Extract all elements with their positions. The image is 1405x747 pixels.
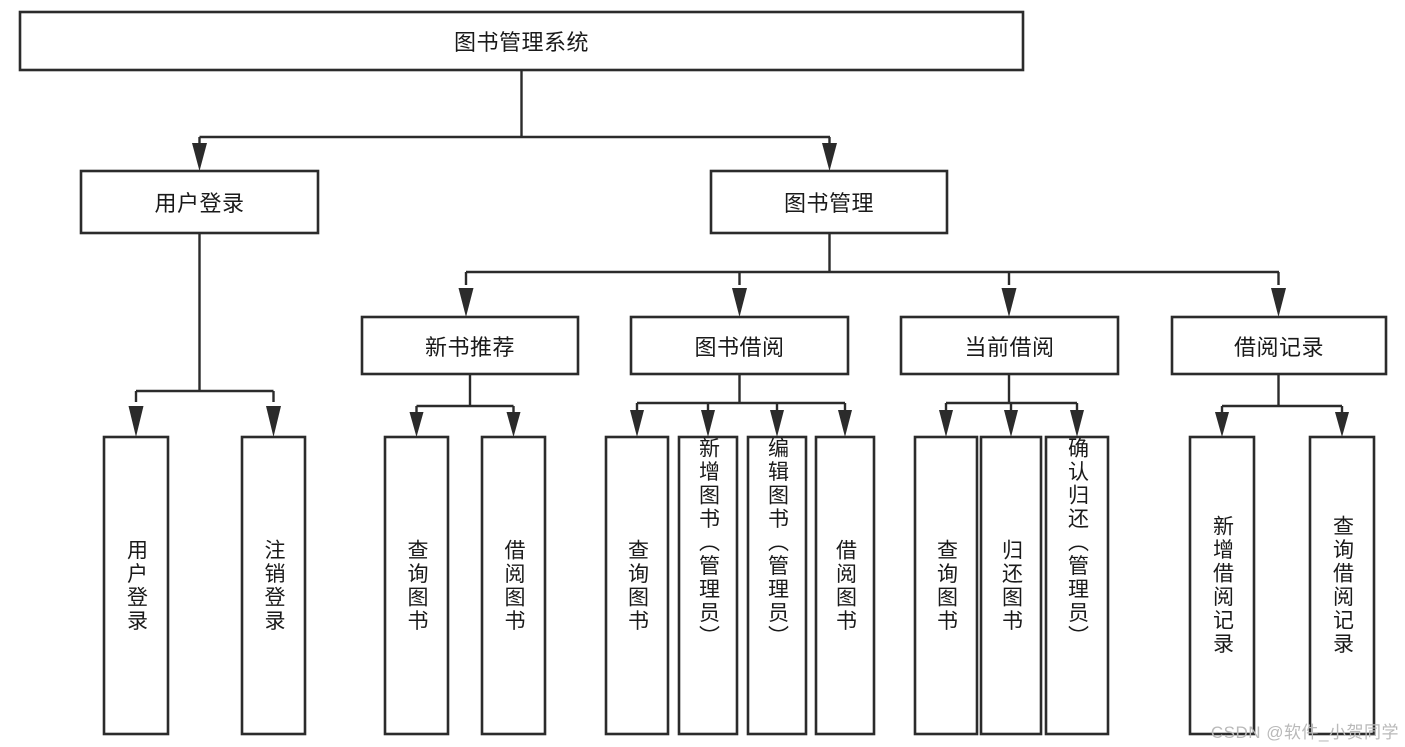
leaf-node-9[interactable] (979, 435, 1043, 736)
leaf-node-10[interactable] (1044, 435, 1110, 736)
arrow-head-user-login (192, 143, 207, 171)
node-root-book-management-system[interactable] (18, 10, 1025, 72)
leaf-node-3[interactable] (480, 435, 547, 736)
arrow-head-br-leaf-2 (1335, 412, 1349, 437)
connector-group-new-book-rec (409, 374, 521, 437)
leaf-node-8[interactable] (913, 435, 979, 736)
arrow-head-nbr-leaf-1 (409, 412, 424, 437)
leaf-node-0[interactable] (102, 435, 170, 736)
arrow-head-bb-leaf-1 (630, 410, 644, 437)
leaf-node-5[interactable] (677, 435, 739, 736)
leaf-node-6[interactable] (746, 435, 808, 736)
node-current-borrowing[interactable] (899, 315, 1120, 376)
leaf-node-4[interactable] (604, 435, 670, 736)
leaf-node-1[interactable] (240, 435, 307, 736)
connector-group-book-manage (458, 233, 1286, 317)
leaf-node-2[interactable] (383, 435, 450, 736)
node-user-login[interactable] (79, 169, 320, 235)
arrow-head-br-leaf-1 (1215, 412, 1229, 437)
arrow-head-cb-leaf-2 (1004, 410, 1018, 437)
arrow-head-leaf-logout (266, 406, 281, 437)
arrow-head-book-manage (822, 143, 837, 171)
arrow-head-book-borrow (732, 288, 747, 317)
arrow-head-nbr-leaf-2 (506, 412, 521, 437)
node-book-management[interactable] (709, 169, 949, 235)
arrow-head-current-borrow (1001, 288, 1017, 317)
arrow-head-leaf-user-login (128, 406, 144, 437)
arrow-head-borrow-record (1271, 288, 1286, 317)
connector-group-borrow-record (1215, 374, 1349, 437)
leaf-node-7[interactable] (814, 435, 876, 736)
connector-group-book-borrow (630, 374, 852, 437)
arrow-head-cb-leaf-3 (1070, 410, 1084, 437)
arrow-head-bb-leaf-3 (770, 410, 784, 437)
connector-group-user-login (128, 233, 281, 437)
node-borrowing-record[interactable] (1170, 315, 1388, 376)
connector-group-current-borrow (939, 374, 1084, 437)
arrow-head-bb-leaf-4 (838, 410, 852, 437)
node-book-borrowing[interactable] (629, 315, 850, 376)
node-new-book-recommendation[interactable] (360, 315, 580, 376)
arrow-head-bb-leaf-2 (701, 410, 715, 437)
connector-group-root (192, 70, 837, 171)
leaf-node-11[interactable] (1188, 435, 1256, 736)
arrow-head-new-book-rec (458, 288, 474, 317)
csdn-watermark: CSDN @软件_小贺同学 (1210, 723, 1399, 742)
leaf-node-12[interactable] (1308, 435, 1376, 736)
arrow-head-cb-leaf-1 (939, 410, 953, 437)
